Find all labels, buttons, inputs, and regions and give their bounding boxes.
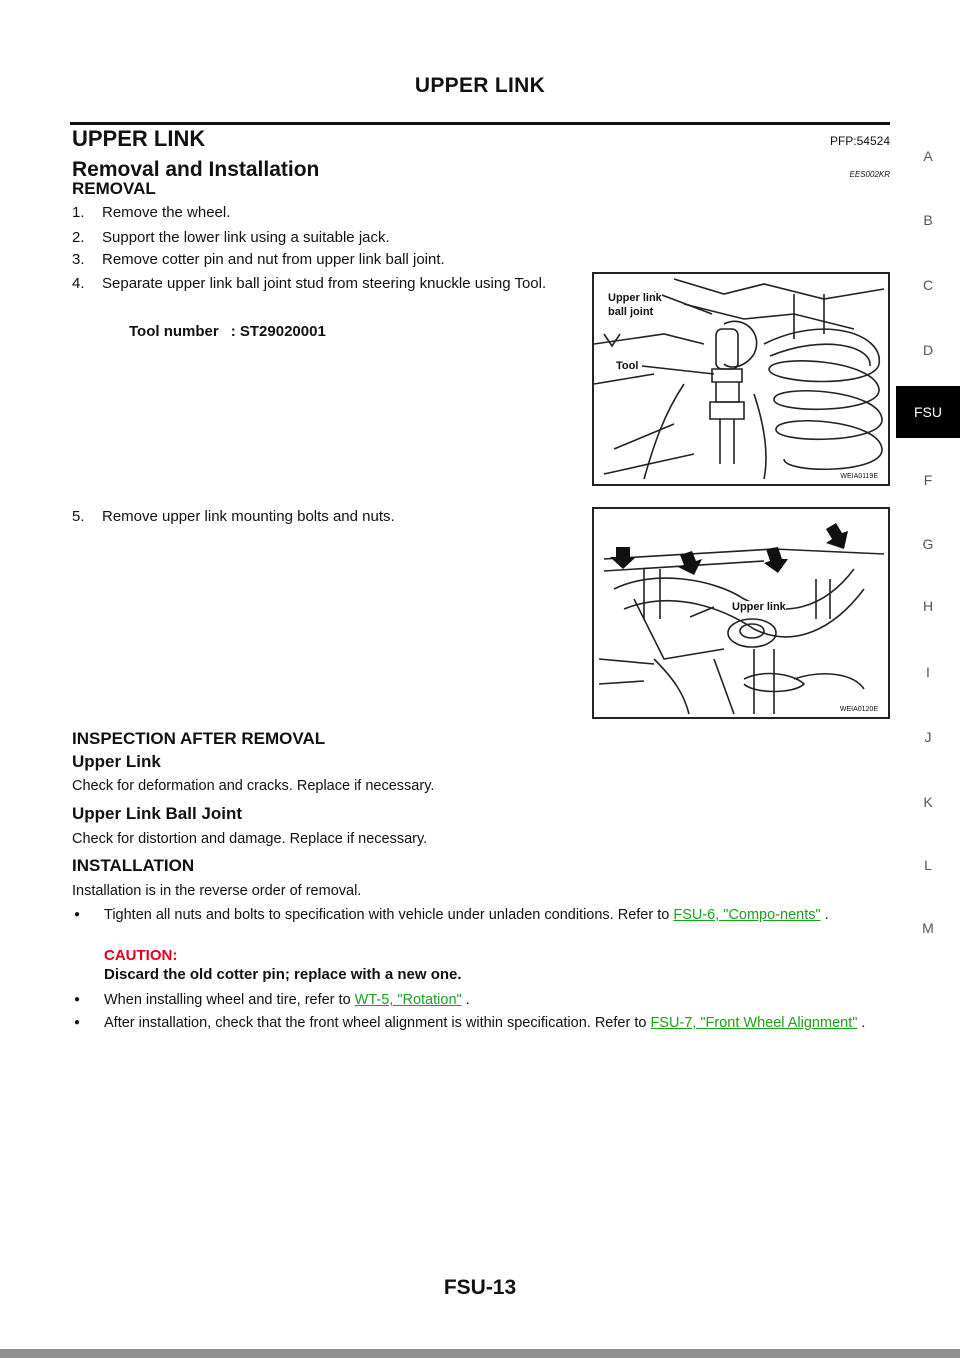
caution-text: Discard the old cotter pin; replace with… [104,966,462,983]
step-text: Remove cotter pin and nut from upper lin… [102,251,445,268]
running-header-title: UPPER LINK [414,74,546,97]
figure-upper-link-mounting: Upper link WEIA0120E [592,507,890,719]
figure-label-upper-link: Upper link [732,601,786,613]
installation-heading: INSTALLATION [72,856,195,875]
step-text: Separate upper link ball joint stud from… [102,275,547,292]
link-fsu-6-components[interactable]: FSU-6, "Compo-nents" [673,907,821,923]
step-number: 4. [72,275,85,292]
step-text: Remove upper link mounting bolts and nut… [102,508,395,525]
tab-j[interactable]: J [924,729,932,745]
title-rule [70,122,890,125]
tab-m[interactable]: M [922,920,934,936]
bullet-icon: ● [74,909,81,920]
caution-note: CAUTION: Discard the old cotter pin; rep… [104,946,462,984]
inspection-ball-joint-title: Upper Link Ball Joint [72,804,243,823]
step-text: Remove the wheel. [102,204,231,221]
tab-c[interactable]: C [922,277,934,293]
ball-joint-illustration [594,278,885,480]
upper-link-illustration [598,523,885,715]
step-number: 2. [72,229,85,246]
link-fsu-7-front-wheel-alignment[interactable]: FSU-7, "Front Wheel Alignment" [650,1015,858,1031]
section-code: PFP:54524 [829,134,890,148]
tab-f[interactable]: F [923,472,933,488]
removal-step-1: 1. Remove the wheel. [72,203,230,223]
tab-h[interactable]: H [922,598,934,614]
tab-g[interactable]: G [922,536,934,552]
inspection-upper-link-title: Upper Link [72,752,161,771]
bullet-text: When installing wheel and tire, refer to… [104,992,470,1008]
tab-d[interactable]: D [922,342,934,358]
tab-l[interactable]: L [924,857,932,873]
step-number: 1. [72,204,85,221]
tool-number: Tool number : ST29020001 [129,323,326,340]
section-title: UPPER LINK [72,126,206,151]
bullet-icon: ● [74,1017,81,1028]
link-wt-5-rotation[interactable]: WT-5, "Rotation" [354,992,462,1008]
caution-label: CAUTION: [104,947,178,964]
inspection-ball-joint-text: Check for distortion and damage. Replace… [72,831,428,847]
bullet-text: After installation, check that the front… [104,1015,866,1031]
figure-label-upper-link: Upper link [608,292,662,304]
tab-a[interactable]: A [923,148,933,164]
figure-ball-joint-tool: Upper link ball joint Tool WEIA0119E [592,272,890,486]
page-number: FSU-13 [443,1276,517,1299]
tool-number-label: Tool number [129,323,219,340]
figure-code: WEIA0120E [839,706,878,713]
removal-step-3: 3. Remove cotter pin and nut from upper l… [72,250,445,270]
installation-intro: Installation is in the reverse order of … [72,883,362,899]
step-text: Support the lower link using a suitable … [102,229,390,246]
footer-bar [0,1349,960,1358]
removal-step-4: 4. Separate upper link ball joint stud fr… [72,274,582,294]
tab-fsu[interactable]: FSU [896,386,960,438]
inspection-upper-link-text: Check for deformation and cracks. Replac… [72,778,435,794]
step-number: 5. [72,508,85,525]
bullet-text: Tighten all nuts and bolts to specificat… [104,907,829,923]
bullet-icon: ● [74,994,81,1005]
removal-heading: REMOVAL [72,179,156,198]
step-number: 3. [72,251,85,268]
inspection-heading: INSPECTION AFTER REMOVAL [72,729,326,748]
tab-k[interactable]: K [923,794,933,810]
tab-i[interactable]: I [926,664,930,680]
removal-step-2: 2. Support the lower link using a suitabl… [72,228,390,248]
figure-label-ball-joint: ball joint [608,306,654,318]
removal-step-5: 5. Remove upper link mounting bolts and n… [72,507,395,527]
figure-label-tool: Tool [616,360,639,372]
figure-code: WEIA0119E [840,473,878,480]
subsection-title: Removal and Installation [72,158,320,181]
subsection-code: EES002KR [849,170,890,179]
tool-number-value: : ST29020001 [230,323,326,340]
tab-b[interactable]: B [923,212,933,228]
